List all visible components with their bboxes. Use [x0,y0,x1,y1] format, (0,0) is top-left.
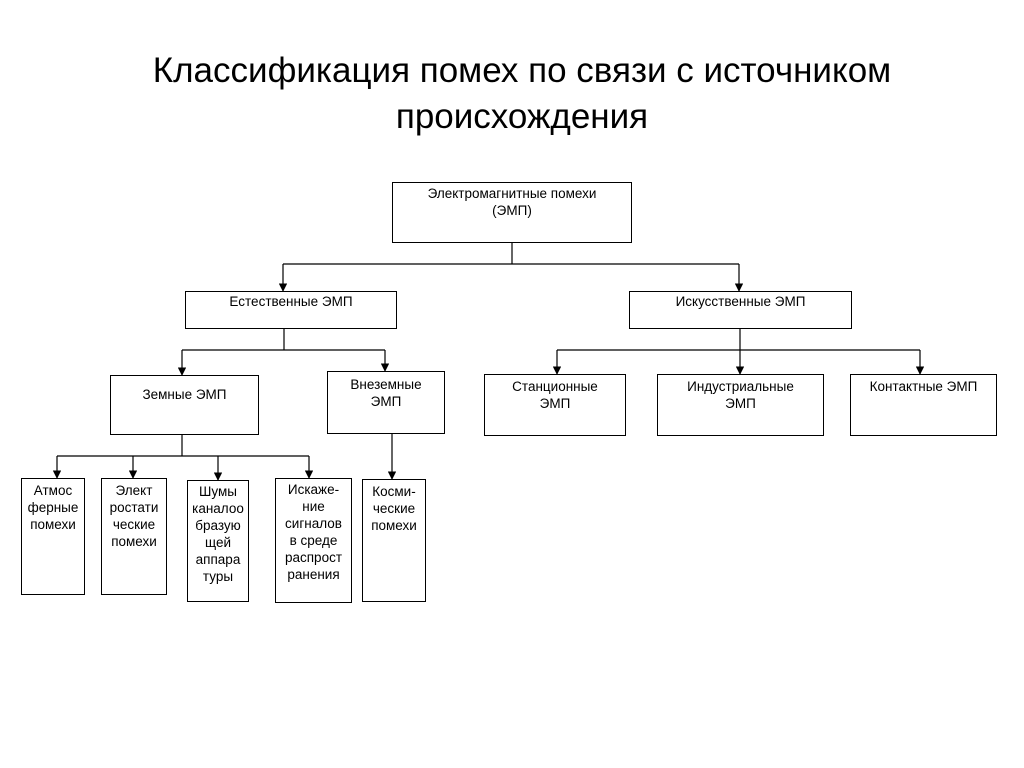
node-contact-emi: Контактные ЭМП [850,374,997,436]
title-line-2: происхождения [395,97,649,136]
node-atmospheric-line-3: помехи [30,517,76,532]
node-earth-emi: Земные ЭМП [110,375,259,435]
node-artificial-label: Искусственные ЭМП [675,294,806,309]
node-propagation-line-3: сигналов [285,516,342,531]
node-electrostatic-line-3: ческие [112,517,156,532]
node-atmospheric-line-2: ферные [27,500,79,515]
node-atmospheric-line-1: Атмос [33,483,73,498]
node-channel-line-1: Шумы [199,484,237,499]
node-channel-line-2: каналоо [192,501,244,516]
node-contact-label: Контактные ЭМП [869,379,978,394]
node-propagation-line-6: ранения [287,567,340,582]
node-electrostatic-line-1: Элект [115,483,153,498]
node-channel-line-3: бразую [195,518,241,533]
node-earth-label: Земные ЭМП [142,387,227,402]
node-cosmic-line-2: ческие [372,501,416,516]
node-industrial-line-1: Индустриальные [687,379,794,394]
node-extraterrestrial-emi: Внеземные ЭМП [327,371,445,434]
slide-title: Классификация помех по связи с источнико… [60,48,984,140]
node-electrostatic-line-2: ростати [109,500,159,515]
title-line-1: Классификация помех по связи с источнико… [152,51,892,90]
node-electrostatic-noise: Элект ростати ческие помехи [101,478,167,595]
node-electrostatic-line-4: помехи [111,534,157,549]
node-extraterrestrial-line-2: ЭМП [370,394,402,409]
node-cosmic-line-3: помехи [371,518,417,533]
node-emi: Электромагнитные помехи (ЭМП) [392,182,632,243]
node-cosmic-noise: Косми- ческие помехи [362,479,426,602]
node-channel-equipment-noise: Шумы каналоо бразую щей аппара туры [187,480,249,602]
node-channel-line-5: аппара [195,552,241,567]
node-artificial-emi: Искусственные ЭМП [629,291,852,329]
node-station-emi: Станционные ЭМП [484,374,626,436]
node-industrial-line-2: ЭМП [725,396,756,411]
node-extraterrestrial-line-1: Внеземные [350,377,422,392]
node-propagation-line-2: ние [302,499,325,514]
node-industrial-emi: Индустриальные ЭМП [657,374,824,436]
node-cosmic-line-1: Косми- [372,484,416,499]
node-channel-line-6: туры [202,569,234,584]
node-emi-line-2: (ЭМП) [492,203,532,218]
node-channel-line-4: щей [204,535,231,550]
node-station-line-1: Станционные [512,379,598,394]
node-propagation-distortion: Искаже- ние сигналов в среде распрост ра… [275,478,352,603]
node-atmospheric-noise: Атмос ферные помехи [21,478,85,595]
node-natural-label: Естественные ЭМП [229,294,353,309]
node-propagation-line-4: в среде [289,533,338,548]
node-natural-emi: Естественные ЭМП [185,291,397,329]
node-emi-line-1: Электромагнитные помехи [427,186,597,201]
node-propagation-line-1: Искаже- [287,482,340,497]
node-station-line-2: ЭМП [539,396,571,411]
node-propagation-line-5: распрост [284,550,343,565]
